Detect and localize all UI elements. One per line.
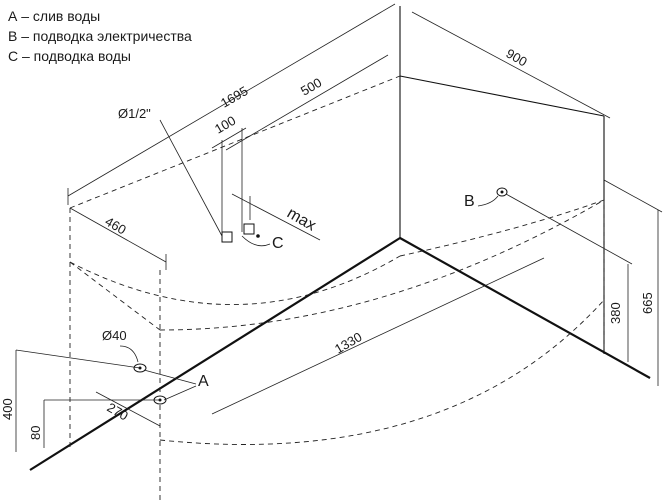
dimension-1330: 1330 <box>211 257 545 415</box>
pipe-callout: Ø1/2" <box>118 106 223 237</box>
dimension-460: 460 <box>69 207 167 270</box>
dimension-label-460: 460 <box>103 214 129 238</box>
label-b: B <box>464 193 475 210</box>
label-c-callout: C <box>241 235 284 252</box>
dimension-1695: 1695 <box>67 3 396 205</box>
pipe-diameter-label: Ø1/2" <box>118 106 151 121</box>
dimension-400: 400 <box>0 349 141 452</box>
water-connectors <box>221 223 260 243</box>
label-a: A <box>198 373 209 390</box>
label-c: C <box>272 235 284 252</box>
legend-item-water: С – подводка воды <box>8 48 131 64</box>
dimension-label-80: 80 <box>28 426 43 440</box>
dimension-500: 500 <box>225 54 389 151</box>
dimension-label-100: 100 <box>212 113 238 137</box>
dimension-label-380: 380 <box>608 302 623 324</box>
drain-outlets: A Ø40 <box>102 328 209 405</box>
legend: А – слив воды В – подводка электричества… <box>8 6 192 66</box>
dimension-80: 80 <box>28 399 160 448</box>
electric-outlet: B <box>464 187 508 210</box>
dimension-label-1330: 1330 <box>332 329 365 356</box>
walls <box>29 6 651 471</box>
dimension-665: 665 <box>603 179 663 386</box>
dimension-270: 270 <box>95 391 161 427</box>
legend-item-drain: А – слив воды <box>8 8 101 24</box>
dimension-380: 380 <box>505 193 633 362</box>
dimension-100: 100 <box>211 113 247 236</box>
dimension-label-900: 900 <box>504 46 530 70</box>
drain-diameter-label: Ø40 <box>102 328 127 343</box>
dimension-label-400: 400 <box>0 398 15 420</box>
tub-rim <box>69 75 605 500</box>
dimension-label-1695: 1695 <box>218 83 251 110</box>
dimension-900: 900 <box>411 11 611 119</box>
legend-item-electric: В – подводка электричества <box>8 28 192 44</box>
dimension-label-665: 665 <box>640 292 655 314</box>
